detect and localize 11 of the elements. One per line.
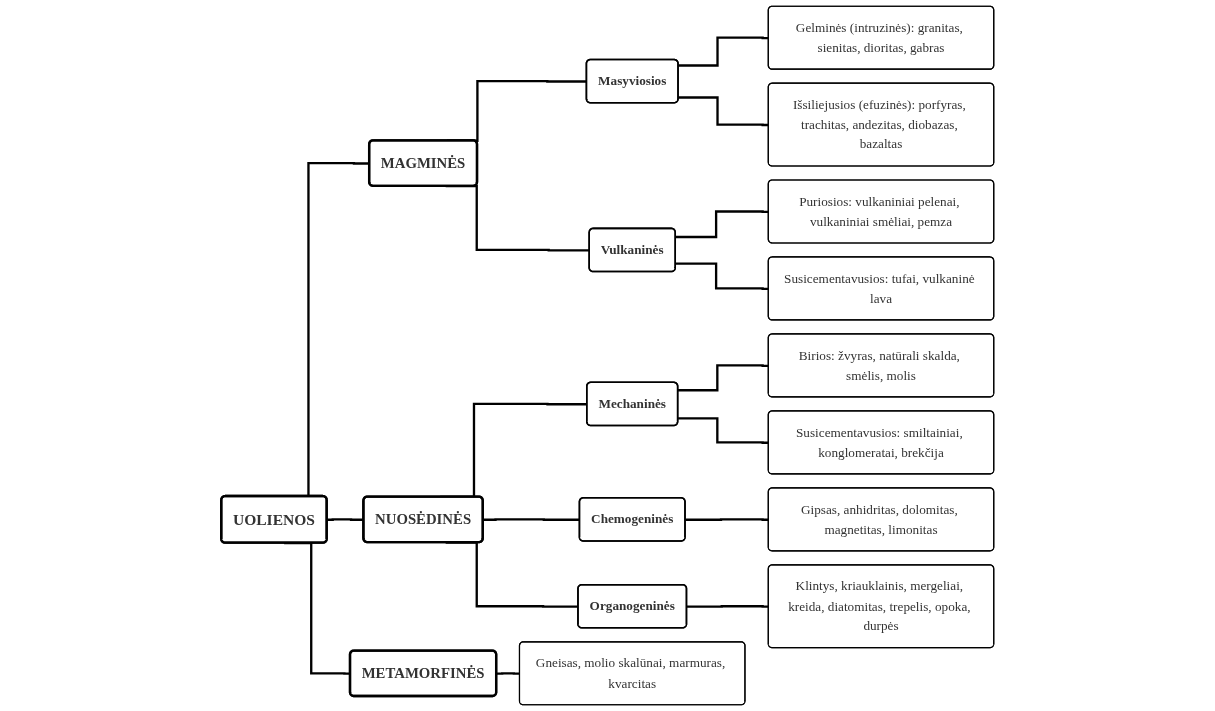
connector [483, 518, 580, 521]
connector [678, 364, 769, 392]
connector [327, 518, 364, 521]
connector [675, 262, 769, 290]
connector [686, 605, 769, 608]
connector [496, 672, 520, 675]
connector [678, 417, 769, 444]
connector [685, 518, 769, 521]
connector [678, 36, 769, 67]
connector [678, 96, 769, 127]
connector [675, 210, 769, 239]
